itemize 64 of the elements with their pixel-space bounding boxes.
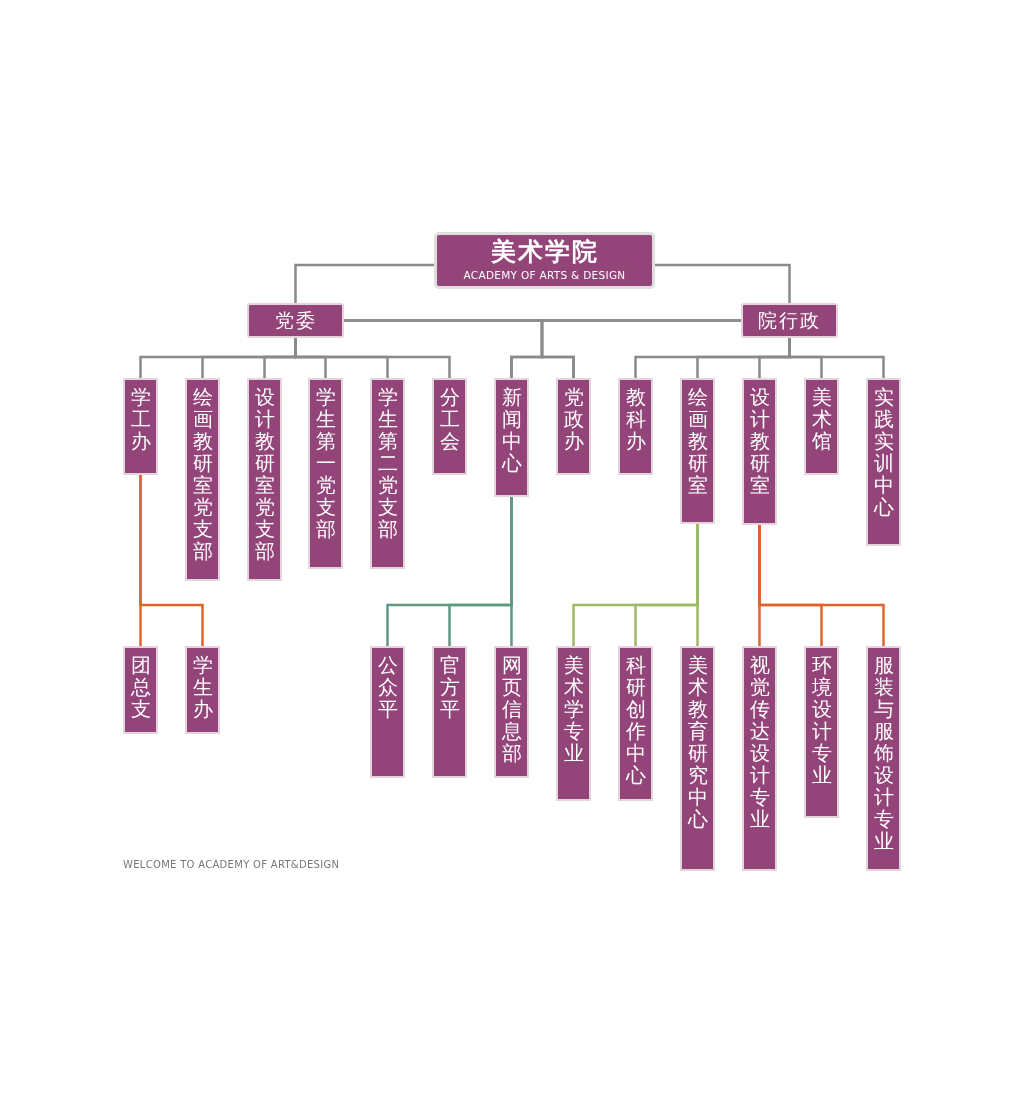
unit-box bbox=[804, 378, 839, 475]
unit-box bbox=[185, 378, 220, 581]
unit-box bbox=[556, 378, 591, 475]
unit-box bbox=[742, 378, 777, 525]
unit-name: 学工办 bbox=[130, 386, 151, 455]
unit-box bbox=[618, 378, 653, 475]
unit-name: 美术教育研究中心 bbox=[687, 654, 708, 833]
connector-line bbox=[510, 497, 513, 646]
connector-line bbox=[655, 263, 791, 303]
unit-box bbox=[370, 646, 405, 778]
unit-box bbox=[680, 378, 715, 524]
unit-name: 公众平 bbox=[377, 654, 398, 723]
unit-name: 服装与服饰设计专业 bbox=[873, 654, 894, 855]
branch-name: 党委 bbox=[274, 307, 317, 333]
unit-name: 团总支 bbox=[130, 654, 151, 723]
unit-name: 视觉传达设计专业 bbox=[749, 654, 770, 833]
college-name-english: ACADEMY OF ARTS & DESIGN bbox=[463, 268, 626, 283]
unit-name: 学生第一党支部 bbox=[315, 386, 336, 543]
connector-line bbox=[696, 524, 699, 646]
connector-line bbox=[139, 475, 204, 646]
unit-box bbox=[866, 378, 901, 546]
unit-name: 环境设计专业 bbox=[811, 654, 832, 789]
unit-name: 学生第二党支部 bbox=[377, 386, 398, 543]
unit-box bbox=[866, 646, 901, 871]
unit-name: 设计教研室党支部 bbox=[254, 386, 275, 565]
branch-box bbox=[247, 303, 344, 338]
unit-box bbox=[247, 378, 282, 581]
unit-box bbox=[432, 378, 467, 475]
unit-name: 分工会 bbox=[439, 386, 460, 455]
unit-name: 官方平 bbox=[439, 654, 460, 723]
branch-name: 院行政 bbox=[758, 307, 821, 333]
unit-name: 设计教研室 bbox=[749, 386, 770, 499]
unit-name: 绘画教研室 bbox=[687, 386, 708, 499]
unit-box bbox=[494, 646, 529, 778]
unit-name: 新闻中心 bbox=[501, 386, 522, 477]
unit-box bbox=[432, 646, 467, 778]
unit-name: 教科办 bbox=[625, 386, 646, 455]
unit-box bbox=[618, 646, 653, 801]
unit-box bbox=[370, 378, 405, 569]
unit-name: 学生办 bbox=[192, 654, 213, 723]
unit-box bbox=[742, 646, 777, 871]
unit-name: 网页信息部 bbox=[501, 654, 522, 767]
unit-box bbox=[123, 378, 158, 475]
branch-box bbox=[741, 303, 838, 338]
unit-name: 党政办 bbox=[563, 386, 584, 455]
unit-box bbox=[308, 378, 343, 569]
unit-name: 绘画教研室党支部 bbox=[192, 386, 213, 565]
college-box bbox=[434, 232, 655, 289]
connector-line bbox=[294, 338, 451, 378]
unit-box bbox=[185, 646, 220, 734]
footer-text: WELCOME TO ACADEMY OF ART&DESIGN bbox=[123, 859, 340, 870]
connector-line bbox=[788, 338, 885, 378]
unit-name: 实践实训中心 bbox=[873, 386, 894, 521]
unit-name: 科研创作中心 bbox=[625, 654, 646, 789]
unit-box bbox=[680, 646, 715, 871]
unit-name: 美术学专业 bbox=[563, 654, 584, 767]
unit-name: 美术馆 bbox=[811, 386, 832, 455]
college-name: 美术学院 bbox=[490, 238, 599, 266]
unit-box bbox=[494, 378, 529, 497]
connector-line bbox=[294, 263, 434, 303]
connector-line bbox=[758, 525, 885, 646]
unit-box bbox=[123, 646, 158, 734]
unit-box bbox=[556, 646, 591, 801]
unit-box bbox=[804, 646, 839, 818]
